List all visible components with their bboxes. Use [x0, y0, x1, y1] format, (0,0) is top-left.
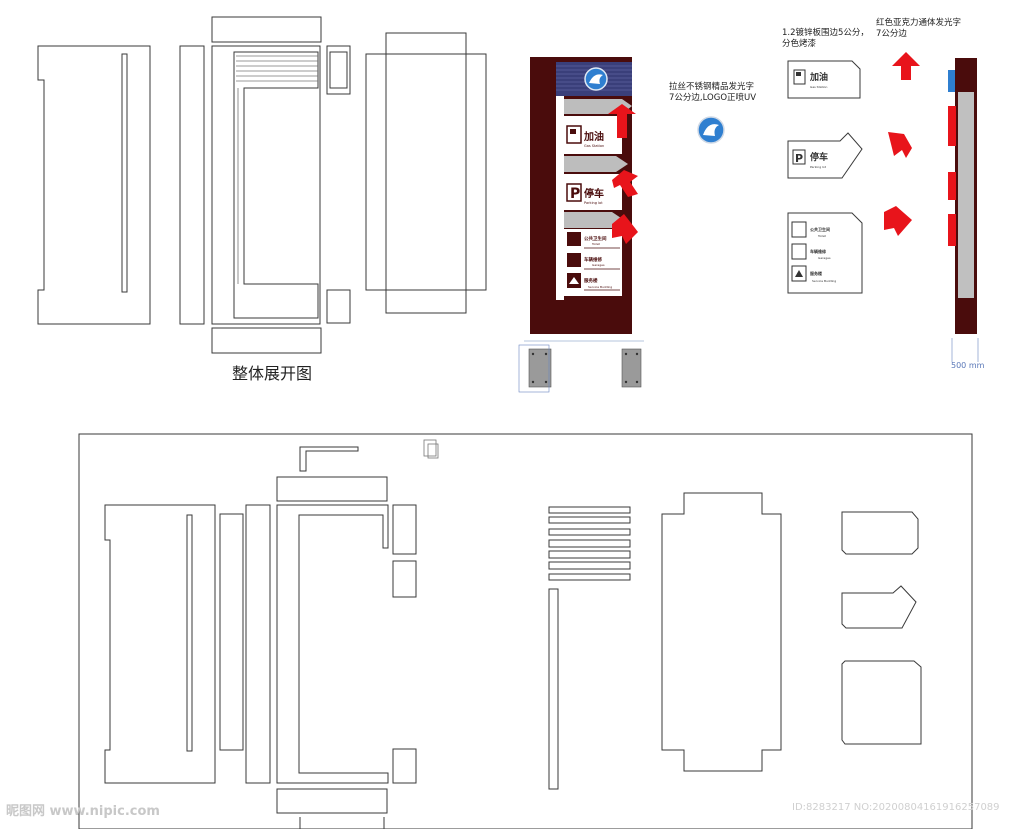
- arrow-right-up-icon: [888, 132, 912, 158]
- note-line: 拉丝不锈钢精品发光字: [669, 82, 755, 92]
- flat-pattern: [78, 433, 973, 829]
- sign-item-subtitle: Toilet: [591, 242, 601, 246]
- dimension-label: 500 mm: [951, 361, 985, 370]
- svg-text:P: P: [570, 186, 580, 202]
- sign-side-view: [948, 58, 979, 362]
- detail-panel-subtitle: Gas Station: [810, 85, 827, 89]
- note-line: 红色亚克力通体发光字: [876, 18, 962, 28]
- detail-panel-title: 停车: [810, 151, 828, 163]
- sign-item-subtitle: Gas Station: [584, 144, 604, 148]
- sign-item-title: 停车: [584, 187, 604, 200]
- sign-front: P 加油 Gas Station 停车 Parking lot 公共卫生间 To…: [518, 57, 644, 393]
- detail-panel-services: 公共卫生间 Toilet 车辆维修 Garages 服务楼 Service Bu…: [787, 212, 863, 294]
- sign-item-title: 公共卫生间: [584, 235, 607, 242]
- watermark-right: ID:8283217 NO:20200804161916257089: [792, 802, 1000, 813]
- logo-note: 拉丝不锈钢精品发光字 7公分边,LOGO正喷UV: [669, 82, 756, 104]
- sign-item-subtitle: Parking lot: [584, 201, 603, 205]
- panel-note: 1.2镀锌板围边5公分， 分色烤漆: [782, 28, 869, 50]
- sign-item-subtitle: Garages: [592, 263, 605, 267]
- detail-panel-title: 车辆维修: [810, 248, 827, 254]
- sign-item-title: 服务楼: [584, 277, 598, 284]
- detail-panel-title: 公共卫生间: [810, 226, 830, 232]
- note-line: 1.2镀锌板围边5公分，: [782, 28, 869, 38]
- detail-panel-subtitle: Parking lot: [810, 165, 827, 169]
- detail-panel-parking: P 停车 Parking lot: [787, 132, 863, 179]
- detail-panel-title: 加油: [809, 71, 828, 83]
- arrow-up-icon: [892, 52, 920, 80]
- sign-item-title: 车辆维修: [584, 256, 602, 263]
- note-line: 7公分边: [876, 29, 907, 39]
- caption-title: 整体展开图: [232, 364, 313, 383]
- arrow-right-icon: [884, 206, 912, 236]
- watermark-left: 昵图网 www.nipic.com: [6, 804, 160, 819]
- detail-panel-subtitle: Service Building: [812, 279, 836, 283]
- detail-panel-gas: 加油 Gas Station: [787, 60, 861, 99]
- detail-panel-subtitle: Garages: [818, 256, 831, 260]
- sign-item-title: 加油: [583, 130, 604, 143]
- unfolded-view: [37, 16, 487, 354]
- note-line: 分色烤漆: [782, 39, 817, 49]
- arrow-note: 红色亚克力通体发光字 7公分边: [876, 18, 961, 40]
- svg-text:P: P: [795, 152, 803, 165]
- sign-item-subtitle: Service Building: [588, 285, 612, 289]
- detail-panel-title: 服务楼: [809, 270, 822, 276]
- note-line: 7公分边,LOGO正喷UV: [669, 93, 757, 103]
- detail-panel-subtitle: Toilet: [817, 234, 827, 238]
- logo-icon: [697, 116, 725, 144]
